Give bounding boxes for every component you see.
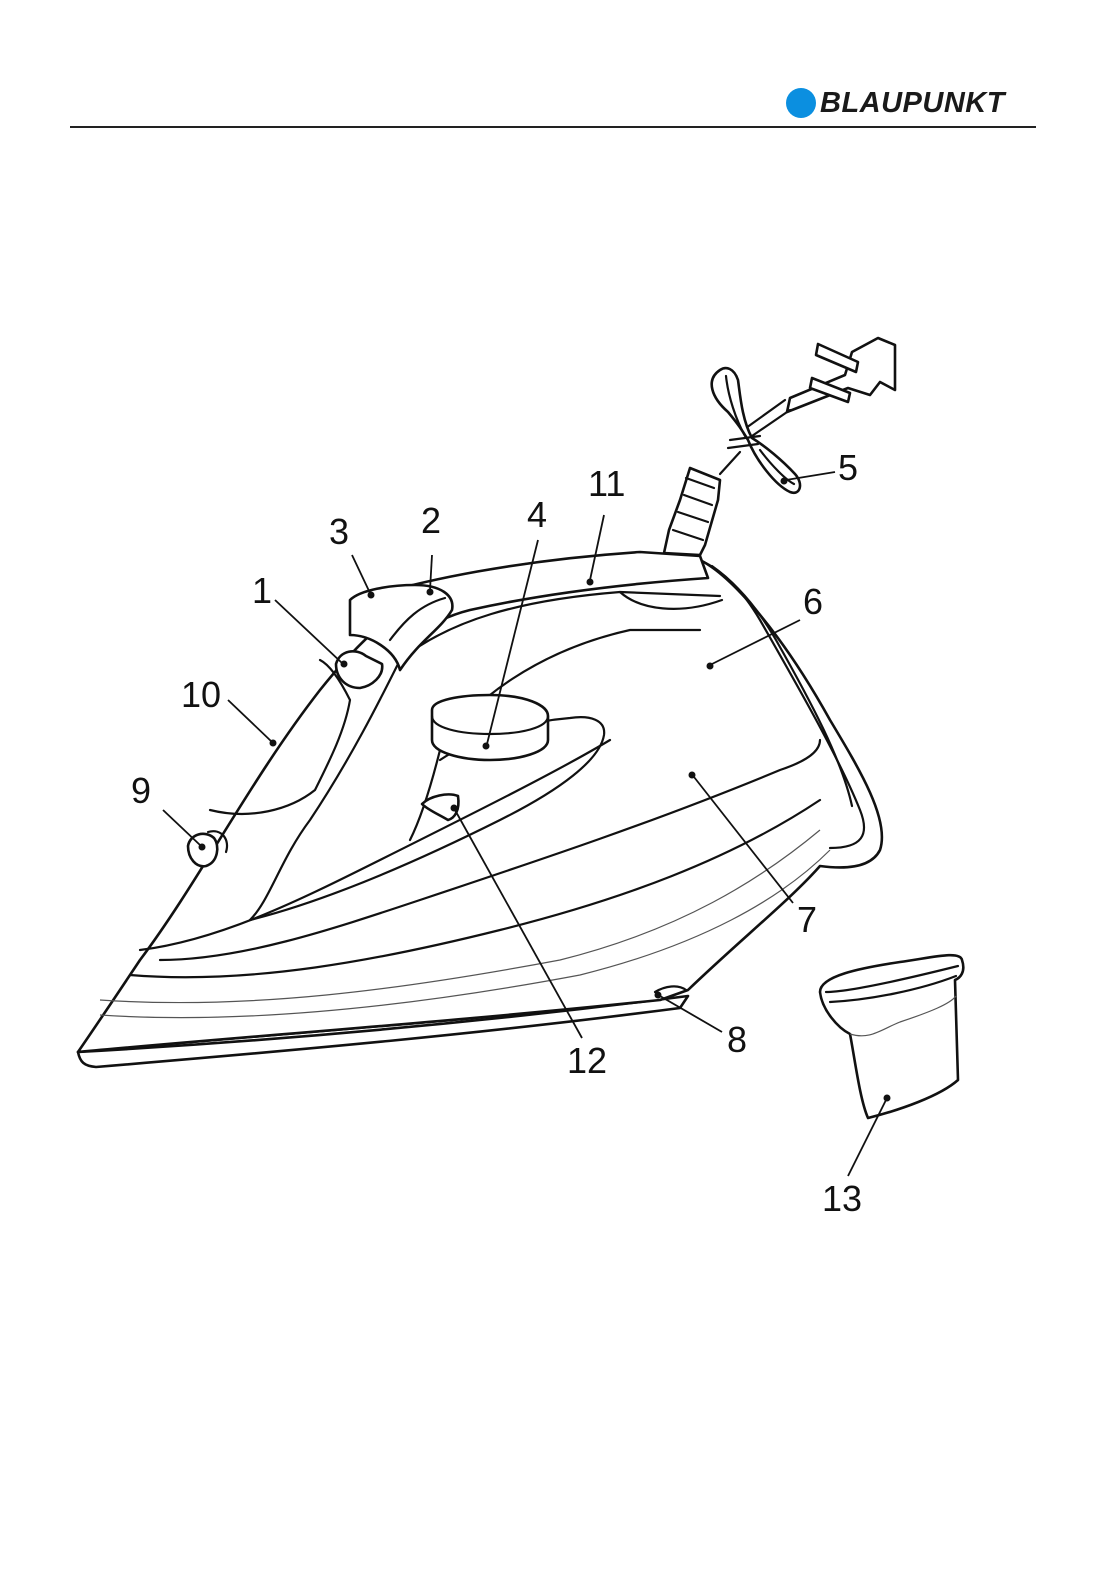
callout-9: 9 bbox=[131, 770, 151, 811]
callout-4: 4 bbox=[527, 494, 547, 535]
callout-10: 10 bbox=[181, 674, 221, 715]
callout-1: 1 bbox=[252, 570, 272, 611]
callout-8: 8 bbox=[727, 1019, 747, 1060]
callout-13: 13 bbox=[822, 1178, 862, 1219]
callout-12: 12 bbox=[567, 1040, 607, 1081]
power-cord-plug bbox=[664, 338, 895, 555]
callout-2: 2 bbox=[421, 500, 441, 541]
callout-7: 7 bbox=[797, 899, 817, 940]
callout-6: 6 bbox=[803, 581, 823, 622]
measuring-cup bbox=[820, 955, 963, 1118]
callout-3: 3 bbox=[329, 511, 349, 552]
callout-11: 11 bbox=[588, 463, 625, 504]
iron-body bbox=[78, 552, 882, 1067]
callout-5: 5 bbox=[838, 447, 858, 488]
